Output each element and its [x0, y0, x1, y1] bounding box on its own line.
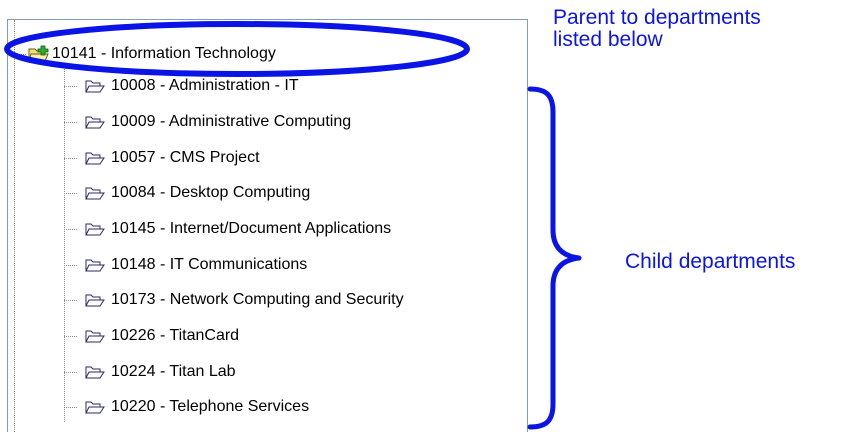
tree-child-label: 10226 - TitanCard: [111, 327, 240, 344]
tree-child-label: 10224 - Titan Lab: [111, 363, 236, 380]
tree-child-node[interactable]: 10145 - Internet/Document Applications: [64, 217, 391, 241]
child-branch-line: [64, 299, 77, 301]
child-branch-line: [64, 85, 77, 87]
folder-icon: [85, 329, 105, 343]
parent-callout-line1: Parent to departments: [553, 6, 761, 29]
tree-child-label: 10145 - Internet/Document Applications: [111, 220, 392, 237]
folder-icon: [85, 222, 105, 236]
child-branch-line: [64, 192, 77, 194]
curly-brace: [527, 86, 582, 430]
tree-child-node[interactable]: 10148 - IT Communications: [64, 253, 307, 277]
tree-child-node[interactable]: 10084 - Desktop Computing: [64, 181, 310, 205]
root-branch-line: [16, 53, 26, 55]
child-branch-line: [64, 406, 77, 408]
tree-child-label: 10220 - Telephone Services: [111, 398, 310, 415]
tree-child-label: 10173 - Network Computing and Security: [111, 291, 404, 308]
tree-child-node[interactable]: 10220 - Telephone Services: [64, 395, 309, 419]
tree-child-label: 10009 - Administrative Computing: [111, 113, 352, 130]
tree-root-label: 10141 - Information Technology: [52, 45, 276, 62]
tree-child-node[interactable]: 10173 - Network Computing and Security: [64, 288, 404, 312]
child-branch-line: [64, 228, 77, 230]
parent-callout: Parent to departments listed below: [553, 7, 761, 51]
tree-child-node[interactable]: 10226 - TitanCard: [64, 324, 239, 348]
tree-child-node[interactable]: 10057 - CMS Project: [64, 146, 260, 170]
folder-icon: [85, 293, 105, 307]
folder-icon: [85, 365, 105, 379]
root-connector-line: [14, 20, 15, 432]
tree-child-node[interactable]: 10224 - Titan Lab: [64, 360, 236, 384]
child-callout: Child departments: [625, 250, 796, 273]
child-branch-line: [64, 121, 77, 123]
tree-child-label: 10148 - IT Communications: [111, 256, 308, 273]
highlight-ellipse: [4, 21, 470, 77]
folder-icon: [85, 79, 105, 93]
tree-child-label: 10008 - Administration - IT: [111, 77, 299, 94]
child-branch-line: [64, 335, 77, 337]
children-connector-line: [64, 65, 65, 422]
tree-child-node[interactable]: 10008 - Administration - IT: [64, 74, 299, 98]
parent-callout-line2: listed below: [553, 28, 663, 51]
tree-child-label: 10084 - Desktop Computing: [111, 184, 311, 201]
child-branch-line: [64, 264, 77, 266]
tree-child-label: 10057 - CMS Project: [111, 149, 260, 166]
folder-icon: [85, 400, 105, 414]
folder-icon: [85, 115, 105, 129]
tree-child-node[interactable]: 10009 - Administrative Computing: [64, 110, 351, 134]
child-branch-line: [64, 371, 77, 373]
folder-icon: [85, 151, 105, 165]
folder-icon: [85, 186, 105, 200]
department-tree: 10141 - Information Technology 10008 - A…: [7, 19, 528, 432]
child-branch-line: [64, 157, 77, 159]
folder-icon: [85, 258, 105, 272]
